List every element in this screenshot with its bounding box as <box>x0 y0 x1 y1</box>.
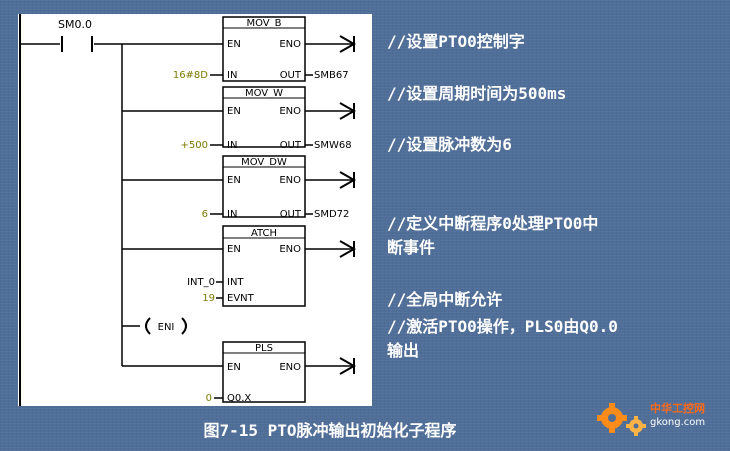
en-pin: EN <box>227 362 241 373</box>
contact-label: SM0.0 <box>58 18 92 31</box>
eno-pin: ENO <box>279 106 301 117</box>
comment-mov-w: //设置周期时间为500ms <box>387 84 567 103</box>
ladder-diagram: SM0.0 MOV_B EN ENO IN OUT 16#8D SMB67 <box>18 14 372 406</box>
en-pin: EN <box>227 39 241 50</box>
eno-pin: ENO <box>279 39 301 50</box>
atch-block: ATCH EN ENO INT EVNT INT_0 19 <box>122 225 357 307</box>
block-title: MOV_W <box>245 88 283 99</box>
comment-atch-line1: //定义中断程序0处理PTO0中 <box>387 214 599 233</box>
output-arrow-icon <box>339 240 357 258</box>
in-pin: IN <box>227 70 237 81</box>
output-arrow-icon <box>339 357 357 375</box>
mov-b-block: MOV_B EN ENO IN OUT 16#8D SMB67 <box>173 16 357 82</box>
out-pin: OUT <box>280 140 302 151</box>
eno-pin: ENO <box>279 175 301 186</box>
comment-mov-dw: //设置脉冲数为6 <box>387 135 512 154</box>
en-pin: EN <box>227 106 241 117</box>
q-pin: Q0.X <box>227 393 251 404</box>
eni-coil: ENI <box>122 317 187 335</box>
out-value: SMD72 <box>314 209 349 220</box>
out-value: SMW68 <box>314 140 352 151</box>
output-arrow-icon <box>339 35 357 53</box>
figure-caption: 图7-15 PTO脉冲输出初始化子程序 <box>203 421 457 440</box>
comment-mov-b: //设置PTO0控制字 <box>387 32 525 51</box>
comment-pls-line2: 输出 <box>387 341 420 360</box>
comment-eni: //全局中断允许 <box>387 290 503 309</box>
comment-atch-line2: 断事件 <box>387 238 436 257</box>
watermark-logo <box>597 403 646 436</box>
out-pin: OUT <box>280 70 302 81</box>
block-title: MOV_B <box>246 18 281 29</box>
ladder-svg: SM0.0 MOV_B EN ENO IN OUT 16#8D SMB67 <box>19 14 357 406</box>
comment-pls-line1: //激活PTO0操作，PLS0由Q0.0 <box>387 317 618 336</box>
small-gear-icon <box>626 416 646 436</box>
in-value: +500 <box>181 140 208 151</box>
en-pin: EN <box>227 175 241 186</box>
output-arrow-icon <box>339 171 357 189</box>
en-pin: EN <box>227 244 241 255</box>
out-pin: OUT <box>280 209 302 220</box>
out-value: SMB67 <box>314 70 349 81</box>
mov-dw-block: MOV_DW EN ENO IN OUT 6 SMD72 <box>122 155 357 220</box>
eno-pin: ENO <box>279 244 301 255</box>
coil-left-icon <box>145 317 151 335</box>
output-arrow-icon <box>339 102 357 120</box>
int-pin: INT <box>227 277 244 288</box>
watermark-text-url: gkong.com <box>650 417 706 428</box>
in-value: 16#8D <box>173 70 208 81</box>
coil-right-icon <box>181 317 187 335</box>
pls-block: PLS EN ENO Q0.X 0 <box>122 341 357 404</box>
q-value: 0 <box>206 393 212 404</box>
mov-w-block: MOV_W EN ENO IN OUT +500 SMW68 <box>122 86 357 151</box>
in-pin: IN <box>227 209 237 220</box>
eno-pin: ENO <box>279 362 301 373</box>
evnt-value: 19 <box>202 293 215 304</box>
in-pin: IN <box>227 140 237 151</box>
evnt-pin: EVNT <box>227 293 255 304</box>
in-value: 6 <box>202 209 208 220</box>
block-title: ATCH <box>251 228 277 239</box>
block-title: MOV_DW <box>241 157 287 168</box>
watermark-text-cn: 中华工控网 <box>650 402 705 415</box>
block-title: PLS <box>255 343 273 354</box>
gear-icon <box>597 403 627 433</box>
eni-label: ENI <box>158 322 175 333</box>
int-value: INT_0 <box>187 277 215 288</box>
